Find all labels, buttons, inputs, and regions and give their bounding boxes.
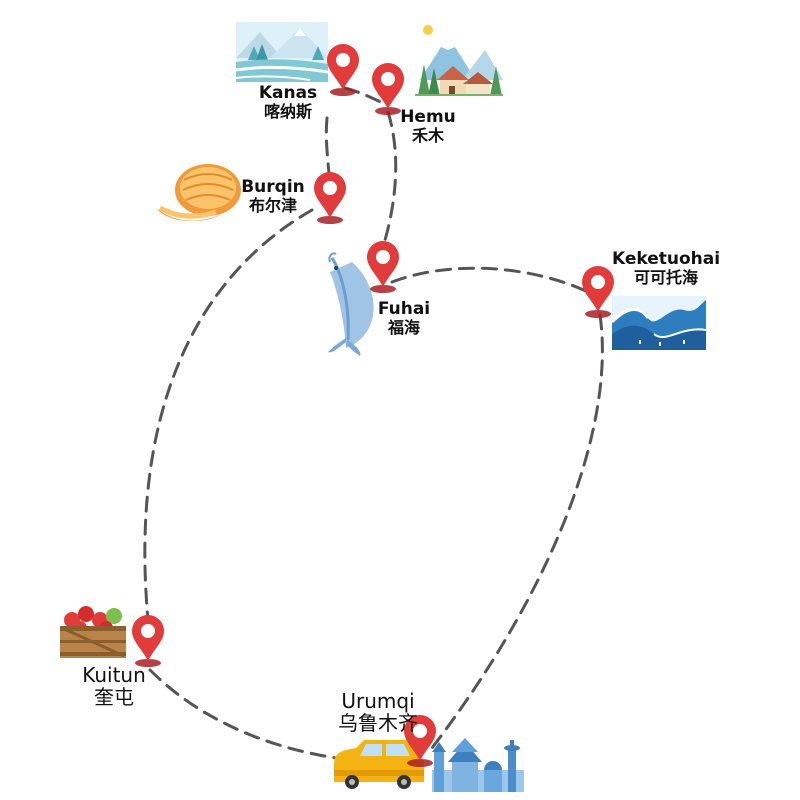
route-hemu-fuhai (380, 110, 398, 252)
ocean-wave-icon (610, 296, 707, 350)
label-kanas-zh: 喀纳斯 (263, 102, 312, 122)
label-urumqi: Urumqi 乌鲁木齐 (328, 690, 428, 735)
route-lines (143, 86, 604, 762)
route-kuitun-urumqi (148, 668, 352, 762)
pin-kanas[interactable] (327, 44, 359, 96)
route-burqin-kuitun (143, 208, 314, 622)
label-kanas: Kanas 喀纳斯 (256, 83, 320, 122)
label-fuhai-zh: 福海 (387, 318, 420, 338)
apple-crate-icon (60, 606, 126, 658)
label-kuitun: Kuitun 奎屯 (74, 664, 154, 709)
pin-kuitun[interactable] (132, 615, 164, 667)
label-keketuohai: Keketuohai 可可托海 (610, 249, 722, 288)
label-urumqi-en: Urumqi (341, 689, 415, 713)
label-fuhai: Fuhai 福海 (372, 299, 436, 338)
label-burqin-en: Burqin (241, 177, 305, 197)
melon-icon (156, 164, 241, 222)
label-keketuohai-zh: 可可托海 (633, 268, 698, 288)
pin-burqin[interactable] (314, 172, 346, 224)
label-keketuohai-en: Keketuohai (611, 249, 721, 269)
label-burqin-zh: 布尔津 (248, 196, 297, 216)
fish-icon (328, 252, 374, 356)
label-fuhai-en: Fuhai (377, 299, 431, 319)
city-skyline-icon (432, 738, 524, 792)
snowy-lake-landscape-icon (235, 22, 329, 82)
label-hemu-en: Hemu (400, 107, 456, 127)
route-fuhai-keketuohai (390, 266, 590, 294)
label-hemu: Hemu 禾木 (396, 107, 460, 146)
car-icon (334, 740, 424, 789)
label-kanas-en: Kanas (258, 83, 318, 103)
route-keketuohai-urumqi (430, 313, 604, 750)
label-urumqi-zh: 乌鲁木齐 (338, 711, 418, 736)
label-kuitun-zh: 奎屯 (94, 685, 134, 710)
label-kuitun-en: Kuitun (82, 663, 146, 687)
mountain-village-icon (415, 25, 503, 96)
label-hemu-zh: 禾木 (411, 126, 444, 146)
pin-fuhai[interactable] (367, 241, 399, 293)
label-burqin: Burqin 布尔津 (236, 177, 310, 216)
